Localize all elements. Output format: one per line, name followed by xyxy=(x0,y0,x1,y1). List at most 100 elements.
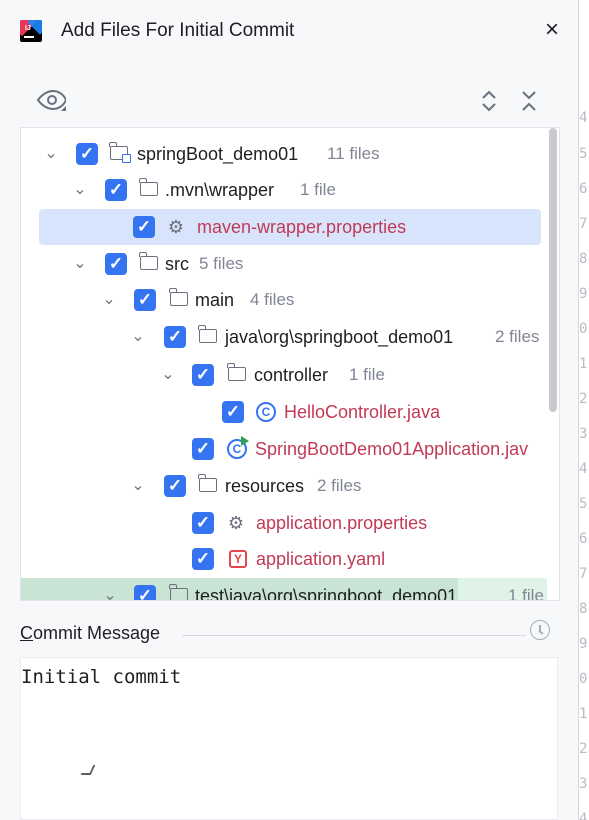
tree-label: springBoot_demo01 xyxy=(137,144,299,164)
line-number: 3 xyxy=(579,426,588,442)
line-number: 9 xyxy=(579,636,588,652)
tree-label: main xyxy=(195,290,235,310)
tree-label: test\java\org\springboot_demo01 xyxy=(195,586,458,601)
line-number: 6 xyxy=(579,181,588,197)
folder-icon xyxy=(227,363,246,381)
folder-icon xyxy=(198,325,217,343)
tree-row-file-selected[interactable]: ✓ ⚙ maven-wrapper.properties xyxy=(39,209,541,245)
tree-row-folder-partial[interactable]: ⌄ ✓ test\java\org\springboot_demo01 1 fi… xyxy=(21,578,559,601)
expand-collapse-icon[interactable] xyxy=(478,88,500,114)
tree-row-folder[interactable]: ⌄ ✓ src 5 files xyxy=(21,246,541,282)
chevron-down-icon[interactable]: ⌄ xyxy=(161,366,175,383)
line-number: 7 xyxy=(579,566,588,582)
folder-icon xyxy=(139,252,158,270)
line-number: 2 xyxy=(579,391,588,407)
file-count: 4 files xyxy=(250,290,295,309)
chevron-down-icon[interactable]: ⌄ xyxy=(102,291,116,308)
checkbox-checked-icon[interactable]: ✓ xyxy=(192,548,214,570)
intellij-idea-logo-icon: IJ xyxy=(20,20,42,42)
checkbox-checked-icon[interactable]: ✓ xyxy=(105,253,127,275)
commit-message-text[interactable]: Initial commit xyxy=(21,666,182,688)
tree-row-folder[interactable]: ⌄ ✓ resources 2 files xyxy=(21,468,541,504)
file-count: 2 files xyxy=(495,327,540,346)
folder-icon xyxy=(139,178,158,196)
checkbox-checked-icon[interactable]: ✓ xyxy=(192,512,214,534)
editor-gutter: 4 5 6 7 8 9 0 1 2 3 4 5 6 7 8 9 0 1 2 3 … xyxy=(579,0,589,820)
line-number: 9 xyxy=(579,286,588,302)
line-number: 0 xyxy=(579,321,588,337)
tree-row-project[interactable]: ⌄ ✓ springBoot_demo01 11 files xyxy=(21,136,541,172)
close-icon[interactable]: × xyxy=(544,16,559,43)
chevron-down-icon[interactable]: ⌄ xyxy=(131,477,145,494)
checkbox-checked-icon[interactable]: ✓ xyxy=(192,438,214,460)
tree-row-folder[interactable]: ⌄ ✓ main 4 files xyxy=(21,282,541,318)
line-number: 8 xyxy=(579,601,588,617)
spring-application-class-icon: C xyxy=(227,436,249,459)
tree-label: application.yaml xyxy=(256,549,386,569)
checkbox-checked-icon[interactable]: ✓ xyxy=(222,401,244,423)
checkbox-checked-icon[interactable]: ✓ xyxy=(164,475,186,497)
line-number: 3 xyxy=(579,776,588,792)
checkbox-checked-icon[interactable]: ✓ xyxy=(192,364,214,386)
commit-message-field[interactable]: Initial commit xyxy=(20,657,558,820)
eye-icon[interactable] xyxy=(36,88,66,114)
tree-label: HelloController.java xyxy=(284,402,441,422)
line-number: 6 xyxy=(579,531,588,547)
tree-label: .mvn\wrapper xyxy=(165,180,275,200)
settings-file-icon: ⚙ xyxy=(167,217,185,237)
settings-file-icon: ⚙ xyxy=(227,513,245,533)
chevron-down-icon[interactable]: ⌄ xyxy=(73,181,87,198)
tree-label: application.properties xyxy=(256,513,428,533)
chevron-down-icon[interactable]: ⌄ xyxy=(131,328,145,345)
text-cursor-icon xyxy=(80,765,96,775)
tree-label: controller xyxy=(254,365,329,385)
line-number: 1 xyxy=(579,356,588,372)
folder-icon xyxy=(198,474,217,492)
line-number: 5 xyxy=(579,146,588,162)
tree-label: SpringBootDemo01Application.jav xyxy=(255,439,529,459)
file-count: 5 files xyxy=(199,254,244,273)
tree-row-file[interactable]: ✓ C HelloController.java xyxy=(21,394,541,430)
tree-row-file[interactable]: ✓ ⚙ application.properties xyxy=(21,505,541,541)
tree-label: src xyxy=(165,254,189,274)
commit-message-header: Commit Message xyxy=(20,620,558,647)
tree-row-file[interactable]: ✓ Y application.yaml xyxy=(21,541,541,577)
checkbox-checked-icon[interactable]: ✓ xyxy=(76,143,98,165)
project-folder-icon xyxy=(109,142,131,163)
clock-icon[interactable] xyxy=(530,620,550,640)
line-number: 8 xyxy=(579,251,588,267)
checkbox-checked-icon[interactable]: ✓ xyxy=(133,216,155,238)
row-highlight xyxy=(21,578,458,600)
title-bar: IJ Add Files For Initial Commit × xyxy=(0,0,578,64)
tree-row-file[interactable]: ✓ C SpringBootDemo01Application.jav xyxy=(21,431,541,467)
line-number: 0 xyxy=(579,671,588,687)
line-number: 5 xyxy=(579,496,588,512)
chevron-down-icon[interactable]: ⌄ xyxy=(44,145,58,162)
file-count: 1 file xyxy=(508,586,544,601)
commit-message-title: Commit Message xyxy=(20,623,161,643)
checkbox-checked-icon[interactable]: ✓ xyxy=(134,585,156,600)
yaml-file-icon: Y xyxy=(229,550,247,568)
dialog-title: Add Files For Initial Commit xyxy=(61,20,295,41)
chevron-down-icon[interactable]: ⌄ xyxy=(73,255,87,272)
line-number: 1 xyxy=(579,706,588,722)
vertical-scrollbar[interactable] xyxy=(547,128,559,600)
scrollbar-thumb[interactable] xyxy=(549,128,557,412)
file-count: 2 files xyxy=(317,476,362,495)
tree-label: java\org\springboot_demo01 xyxy=(225,327,454,347)
chevron-down-icon[interactable]: ⌄ xyxy=(103,587,117,601)
commit-title-separator xyxy=(182,635,526,636)
collapse-all-icon[interactable] xyxy=(518,88,540,114)
tree-label: resources xyxy=(225,476,305,496)
checkbox-checked-icon[interactable]: ✓ xyxy=(164,326,186,348)
checkbox-checked-icon[interactable]: ✓ xyxy=(105,179,127,201)
tree-row-folder[interactable]: ⌄ ✓ .mvn\wrapper 1 file xyxy=(21,172,541,208)
tree-row-folder[interactable]: ⌄ ✓ controller 1 file xyxy=(21,357,541,393)
line-number: 4 xyxy=(579,110,588,126)
file-tree: ⌄ ✓ springBoot_demo01 11 files ⌄ ✓ .mvn\… xyxy=(20,127,560,601)
tree-row-folder[interactable]: ⌄ ✓ java\org\springboot_demo01 2 files xyxy=(21,319,541,355)
checkbox-checked-icon[interactable]: ✓ xyxy=(134,289,156,311)
file-count: 1 file xyxy=(349,365,385,384)
tree-label: maven-wrapper.properties xyxy=(197,217,407,237)
line-number: 7 xyxy=(579,216,588,232)
